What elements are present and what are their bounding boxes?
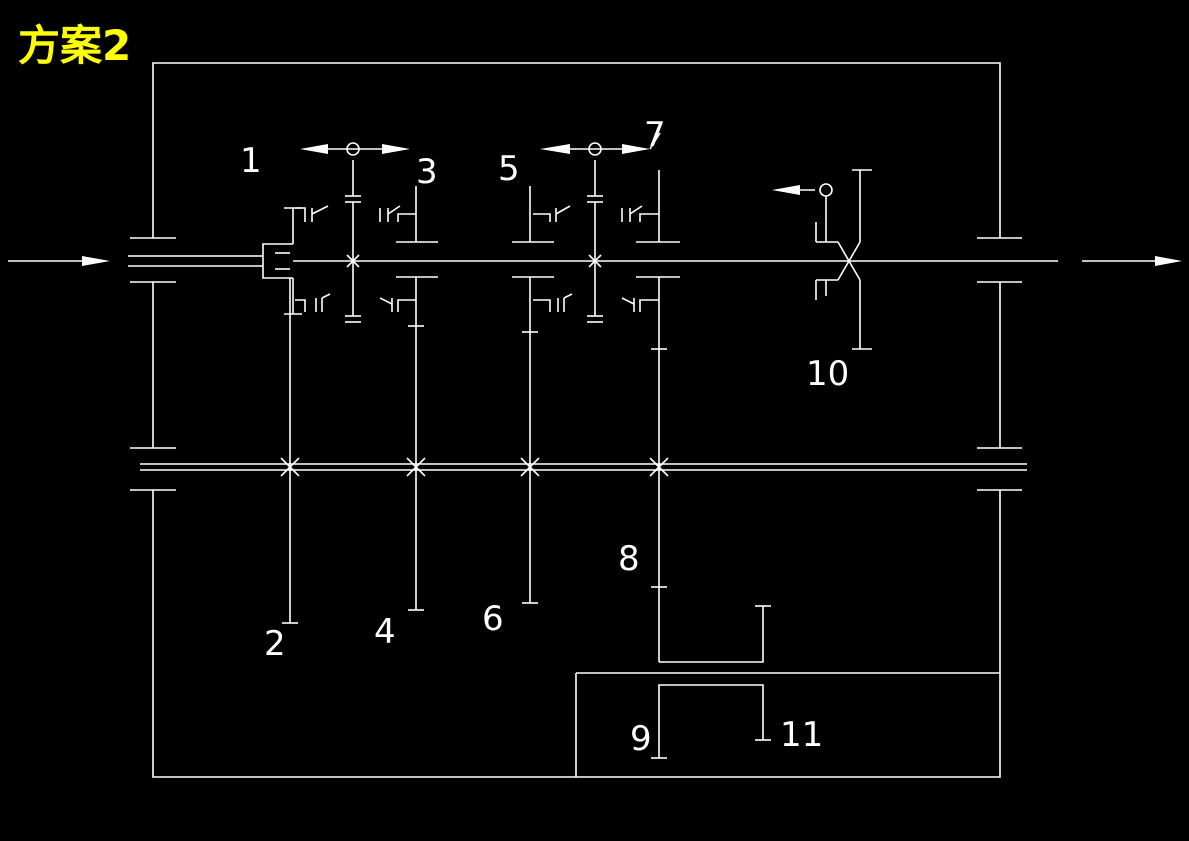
- label-10: 10: [806, 354, 849, 394]
- countershaft: [140, 463, 1027, 471]
- label-11: 11: [780, 715, 823, 755]
- gear-faces: [396, 241, 680, 278]
- reverse-gears-9-11: [651, 605, 771, 759]
- synchronizer-2: [533, 160, 659, 323]
- label-6: 6: [482, 599, 504, 639]
- scheme-title: 方案2: [18, 21, 131, 70]
- label-7: 7: [644, 115, 666, 155]
- label-3: 3: [416, 152, 438, 192]
- clutch-10: [772, 169, 872, 350]
- label-1: 1: [240, 141, 262, 181]
- shift-fork-2: [540, 132, 661, 156]
- label-4: 4: [374, 612, 396, 652]
- housing: [152, 62, 1001, 778]
- bearings: [130, 237, 1022, 491]
- shift-fork-1: [300, 142, 410, 156]
- gear-pair-3-4: [406, 186, 426, 611]
- label-8: 8: [618, 539, 640, 579]
- gear-pair-7-8: [649, 170, 669, 662]
- main-shaft: [128, 207, 1058, 315]
- gear-pair-1-2: [280, 278, 300, 624]
- gear-pair-5-6: [520, 186, 540, 604]
- input-arrow: [8, 256, 110, 266]
- label-5: 5: [498, 149, 520, 189]
- label-9: 9: [630, 719, 652, 759]
- synchronizer-1: [295, 160, 416, 323]
- output-arrow: [1082, 256, 1182, 266]
- label-2: 2: [264, 624, 286, 664]
